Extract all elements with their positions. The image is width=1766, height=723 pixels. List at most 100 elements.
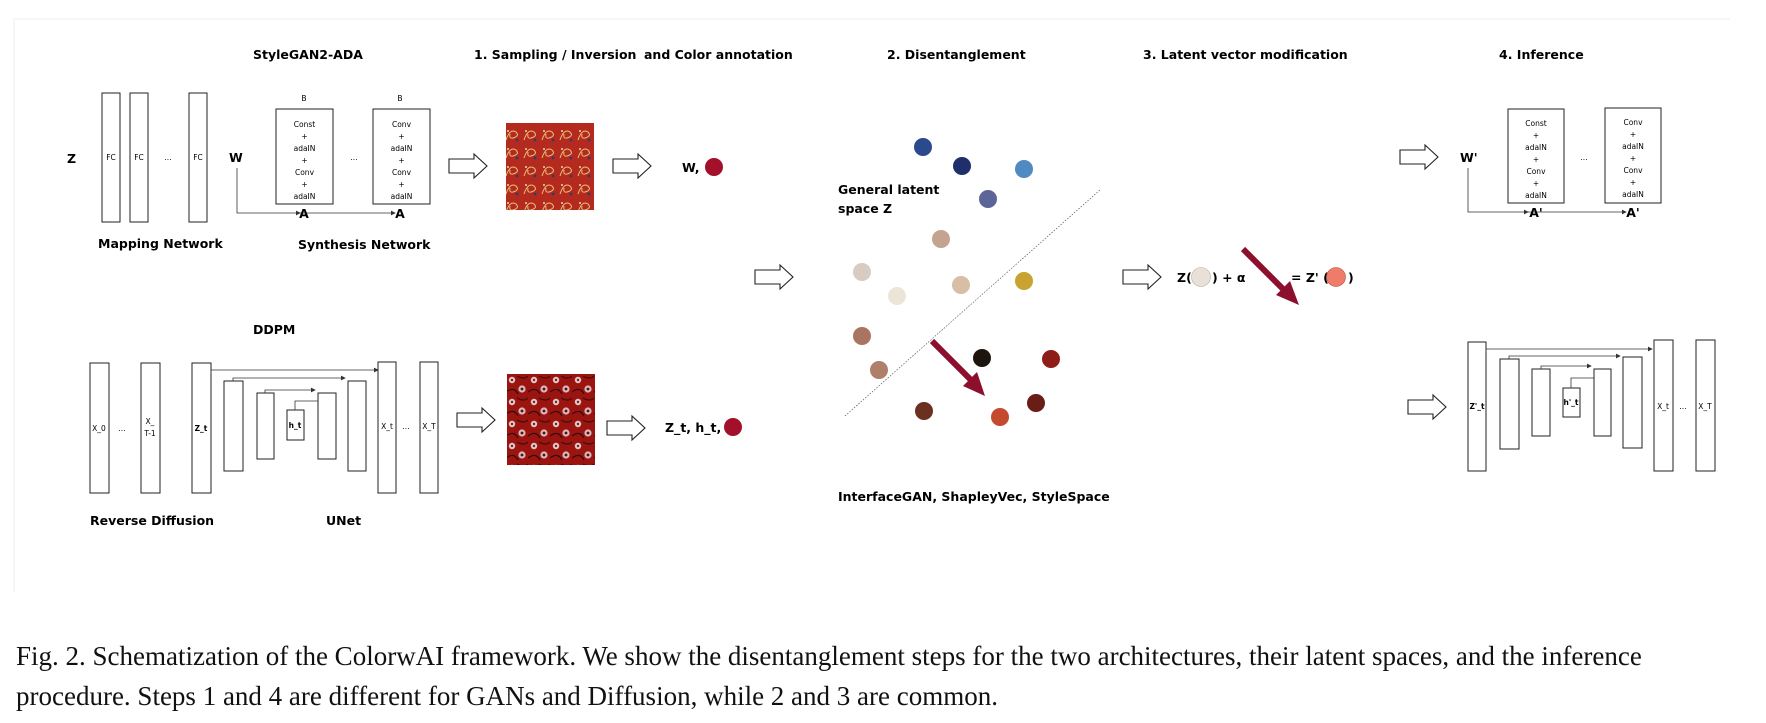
unet-enc-1 (223, 380, 244, 472)
inference-w-connector-1 (1467, 168, 1529, 215)
unet-enc-2 (256, 392, 275, 460)
latent-point-sky-blue (1015, 160, 1033, 178)
synthesis-network-label: Synthesis Network (298, 237, 431, 252)
inf-unet-dec-1 (1593, 368, 1612, 437)
gan-color-annotation-dot (705, 158, 723, 176)
inf-const-lines-line-1: + (1533, 131, 1539, 140)
unet-label: UNet (326, 513, 361, 528)
zt-prime-label: Z'_t (1469, 402, 1484, 411)
const-lines-line-1: + (301, 132, 307, 141)
fc-label-3: FC (193, 153, 203, 162)
inference-const-block (1507, 108, 1565, 204)
inf-xt-label: X_t (1657, 402, 1669, 411)
ht-prime-label: h'_t (1564, 398, 1579, 407)
b-label-2: B (397, 94, 402, 103)
ddpm-title: DDPM (253, 322, 295, 337)
conv-lines-line-5: + (398, 180, 404, 189)
inf-unet-bottleneck (1562, 387, 1581, 418)
inf-skip-connection-1 (1485, 346, 1653, 352)
latent-point-blue-1 (914, 138, 932, 156)
disentanglement-title: 2. Disentanglement (887, 47, 1026, 62)
unet-bottleneck (286, 409, 305, 441)
fc-layer-3 (188, 92, 208, 223)
inf-unet-enc-1 (1499, 358, 1520, 450)
latent-point-slate-blue (979, 190, 997, 208)
inference-conv-block (1604, 107, 1662, 204)
zt-layer (191, 362, 212, 494)
inf-conv-lines-line-0: Conv (1623, 118, 1643, 127)
inf-unet-enc-2 (1531, 368, 1551, 437)
modification-target-color-dot (1326, 267, 1346, 287)
latent-space-label-2: space Z (838, 201, 892, 216)
const-lines-line-5: + (301, 180, 307, 189)
modification-z-open: Z( (1177, 270, 1192, 285)
inference-ellipsis: ... (1580, 153, 1587, 162)
w-connector-a1 (236, 168, 301, 216)
inf-conv-lines-line-1: + (1630, 130, 1636, 139)
xt-minus-1-label-b: T-1 (143, 429, 156, 438)
direction-arrow-modification (1240, 246, 1299, 305)
conv-block-text: Conv+adaIN+Conv+adaIN (391, 120, 413, 201)
inf-conv-lines-line-3: + (1630, 154, 1636, 163)
conv-lines-line-6: adaIN (391, 192, 413, 201)
w-annotation-label: W, (682, 160, 700, 175)
arrow-to-diffusion-inference (1407, 393, 1447, 421)
xT-label: X_T (422, 422, 436, 431)
w-prime-label: W' (1460, 150, 1478, 165)
const-lines-line-3: + (301, 156, 307, 165)
modification-equals: = Z' ( (1291, 270, 1329, 285)
unet-dec-1 (317, 392, 337, 460)
inf-conv-lines-line-6: adaIN (1622, 190, 1644, 199)
latent-point-black (973, 349, 991, 367)
fc-ellipsis: ... (164, 153, 171, 162)
const-lines-line-2: adaIN (294, 144, 316, 153)
fc-label-1: FC (106, 153, 116, 162)
inf-diffusion-ellipsis: ... (1679, 402, 1686, 411)
xt-minus-1-label-a: X_ (146, 417, 155, 426)
diffusion-sample-image (507, 374, 595, 465)
arrow-to-gan-inference (1399, 143, 1439, 171)
zt-label: Z_t (195, 424, 208, 433)
inf-const-lines-line-3: + (1533, 155, 1539, 164)
inference-conv-block-text: Conv+adaIN+Conv+adaIN (1622, 118, 1644, 199)
inf-conv-lines-line-2: adaIN (1622, 142, 1644, 151)
zt-ht-annotation-label: Z_t, h_t, (665, 420, 721, 436)
x0-label: X_0 (92, 424, 106, 433)
a-prime-label-2: A' (1626, 205, 1640, 220)
inf-skip-connection-3 (1540, 363, 1592, 369)
mapping-network-label: Mapping Network (98, 236, 223, 251)
const-lines-line-6: adaIN (294, 192, 316, 201)
conv-lines-line-3: + (398, 156, 404, 165)
xt-layer (377, 361, 397, 494)
a-prime-label-1: A' (1529, 205, 1543, 220)
arrow-to-zt-annotation (606, 414, 646, 442)
latent-point-navy (953, 157, 971, 175)
modification-plus-alpha: ) + α (1212, 270, 1246, 285)
skip-connection-1 (210, 367, 379, 373)
latent-modification-title: 3. Latent vector modification (1143, 47, 1348, 62)
x0-layer (89, 362, 110, 494)
arrow-to-latent-space (754, 263, 794, 291)
inf-const-lines-line-5: + (1533, 179, 1539, 188)
conv-lines-line-2: adaIN (391, 144, 413, 153)
modification-original-color-dot (1191, 267, 1211, 287)
gan-sample-image (506, 123, 594, 210)
diffusion-color-annotation-dot (724, 418, 742, 436)
sampling-title: 1. Sampling / Inversion (474, 47, 636, 62)
inf-const-lines-line-0: Const (1525, 119, 1546, 128)
skip-connection-4 (294, 400, 318, 410)
conv-lines-line-1: + (398, 132, 404, 141)
figure-caption: Fig. 2. Schematization of the ColorwAI f… (16, 641, 1642, 711)
inf-const-lines-line-4: Conv (1526, 167, 1546, 176)
inf-xt-layer (1653, 339, 1674, 472)
diffusion-ellipsis-1: ... (118, 424, 125, 433)
stylegan-title: StyleGAN2-ADA (253, 47, 363, 62)
skip-connection-2 (232, 375, 346, 381)
inf-unet-dec-2 (1622, 356, 1643, 449)
synthesis-ellipsis: ... (350, 153, 357, 162)
const-block (275, 108, 334, 205)
inf-xT-layer (1695, 339, 1716, 472)
xt-minus-1-layer (140, 362, 161, 494)
const-block-text: Const+adaIN+Conv+adaIN (294, 120, 316, 201)
